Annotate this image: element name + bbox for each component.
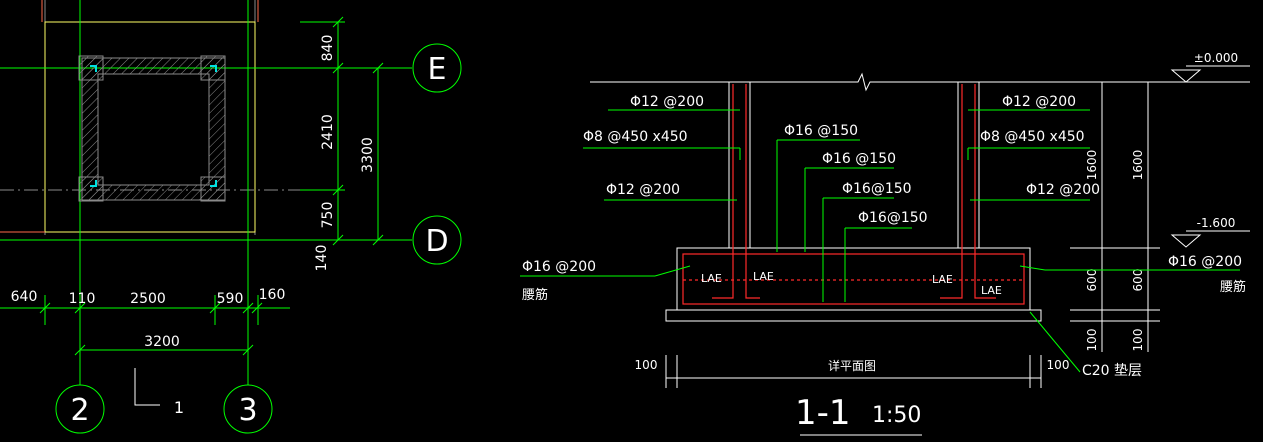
axis-bubble-3 bbox=[223, 384, 273, 434]
section-dim-lines-bottom bbox=[665, 355, 1042, 388]
cushion-layer bbox=[665, 309, 1042, 322]
wall-rebar-anchor bbox=[712, 246, 996, 299]
label-right-1: Φ12 @200 bbox=[1002, 94, 1076, 110]
section-view: ±0.000 -1.600 1600 1600 600 600 100 100 … bbox=[520, 51, 1250, 436]
elevation-bottom: -1.600 bbox=[1197, 216, 1236, 230]
label-mid-4: Φ16@150 bbox=[858, 210, 928, 226]
label-left-4: Φ16 @200 bbox=[522, 259, 596, 275]
dim-750: 750 bbox=[320, 202, 336, 229]
label-right-2: Φ8 @450 x450 bbox=[980, 129, 1085, 145]
label-mid-2: Φ16 @150 bbox=[822, 151, 896, 167]
dim-1600-a: 1600 bbox=[1085, 150, 1099, 181]
dim-160: 160 bbox=[259, 287, 286, 303]
dim-2500: 2500 bbox=[130, 291, 166, 307]
axis-label-d: D bbox=[425, 224, 448, 259]
elevation-top: ±0.000 bbox=[1194, 51, 1238, 65]
leaders-right bbox=[967, 109, 1240, 373]
leaders-left bbox=[520, 109, 912, 302]
axis-bubble-2 bbox=[55, 384, 105, 434]
section-title: 1-1 bbox=[795, 393, 851, 433]
elevation-mark-top bbox=[1170, 65, 1250, 83]
footing-rebar bbox=[682, 253, 1025, 305]
wall-left bbox=[728, 81, 751, 249]
wall-right bbox=[957, 81, 980, 249]
label-mid-1: Φ16 @150 bbox=[784, 123, 858, 139]
axis-label-3: 3 bbox=[238, 393, 257, 428]
ground-line bbox=[590, 72, 1250, 92]
column-sw bbox=[78, 176, 104, 202]
label-right-3: Φ12 @200 bbox=[1026, 182, 1100, 198]
plan-view: 840 2410 750 140 3300 E D 640 110 2500 5… bbox=[0, 0, 462, 434]
dim-640: 640 bbox=[11, 289, 38, 305]
lae-4: LAE bbox=[981, 284, 1002, 297]
dim-1600-b: 1600 bbox=[1131, 150, 1145, 181]
dim-600-b: 600 bbox=[1131, 269, 1145, 292]
axis-bubble-e bbox=[412, 43, 462, 93]
dim-bottom-100-left: 100 bbox=[635, 358, 658, 372]
dim-2410: 2410 bbox=[320, 114, 336, 150]
dim-840: 840 bbox=[320, 35, 336, 62]
dim-100-b: 100 bbox=[1131, 329, 1145, 352]
label-left-5: 腰筋 bbox=[522, 287, 548, 303]
label-left-2: Φ8 @450 x450 bbox=[583, 129, 688, 145]
dim-ticks-bottom bbox=[39, 295, 263, 356]
dim-100-a: 100 bbox=[1085, 329, 1099, 352]
dim-bottom-100-right: 100 bbox=[1047, 358, 1070, 372]
dim-ticks-right bbox=[300, 16, 384, 246]
label-mid-3: Φ16@150 bbox=[842, 181, 912, 197]
axis-label-2: 2 bbox=[70, 393, 89, 428]
axis-label-e: E bbox=[428, 52, 447, 87]
label-left-1: Φ12 @200 bbox=[630, 94, 704, 110]
column-rebar-marks bbox=[90, 65, 217, 187]
lae-3: LAE bbox=[932, 273, 953, 286]
dim-3300: 3300 bbox=[360, 137, 376, 173]
section-dim-lines-right bbox=[1070, 82, 1160, 352]
lae-1: LAE bbox=[701, 272, 722, 285]
label-right-5: 腰筋 bbox=[1220, 279, 1246, 295]
wall-rebar-vertical bbox=[732, 84, 976, 246]
dim-3200: 3200 bbox=[144, 334, 180, 350]
dim-140: 140 bbox=[314, 245, 330, 272]
column-nw bbox=[78, 55, 104, 81]
column-ne bbox=[200, 55, 226, 81]
footing bbox=[676, 247, 1031, 311]
elevation-mark-bottom bbox=[1170, 230, 1250, 248]
section-cut-marker bbox=[134, 368, 160, 406]
cushion-label: C20 垫层 bbox=[1082, 363, 1142, 379]
section-cut-label: 1 bbox=[174, 398, 184, 417]
dim-bottom-detail: 详平面图 bbox=[828, 358, 876, 373]
dim-590: 590 bbox=[217, 291, 244, 307]
column-se bbox=[200, 176, 226, 202]
foundation-outline bbox=[44, 21, 256, 233]
dim-600-a: 600 bbox=[1085, 269, 1099, 292]
section-scale: 1:50 bbox=[872, 403, 921, 428]
axis-bubble-d bbox=[412, 215, 462, 265]
label-left-3: Φ12 @200 bbox=[606, 182, 680, 198]
dim-110: 110 bbox=[69, 291, 96, 307]
label-right-4: Φ16 @200 bbox=[1168, 254, 1242, 270]
lae-2: LAE bbox=[753, 270, 774, 283]
